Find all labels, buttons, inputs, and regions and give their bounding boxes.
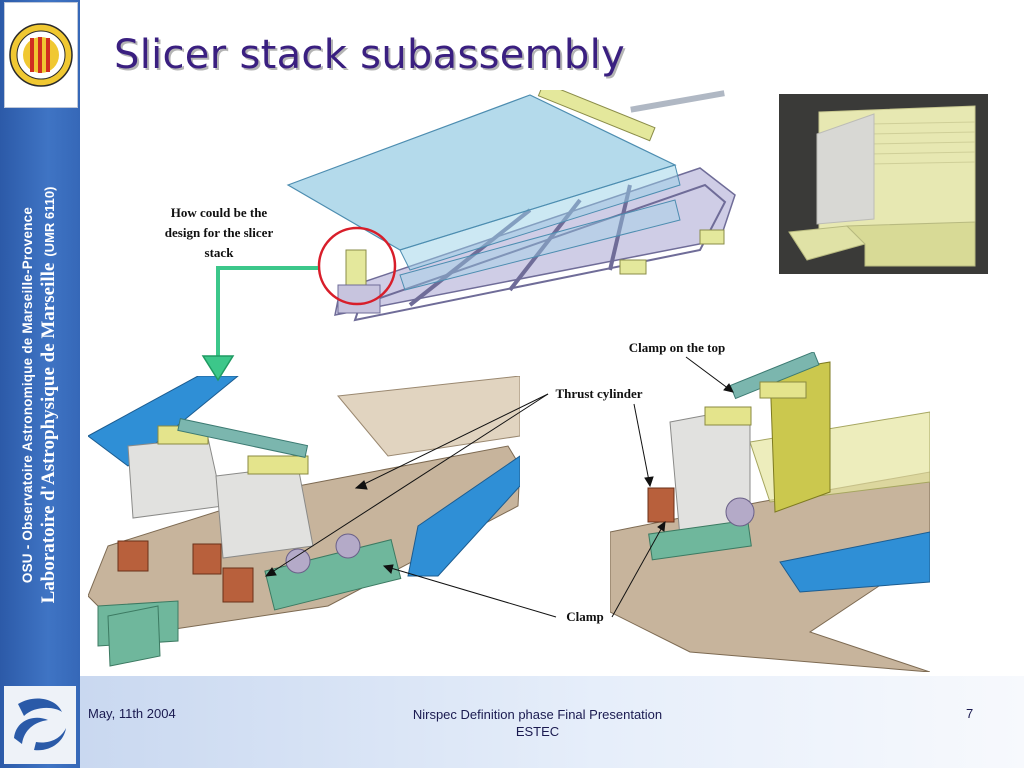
university-seal-icon	[4, 2, 78, 108]
footer-presentation-title: Nirspec Definition phase Final Presentat…	[412, 707, 663, 722]
sidebar-lab-text: Laboratoire d'Astrophysique de Marseille…	[38, 187, 60, 604]
footer-venue: ESTEC	[515, 724, 560, 739]
sidebar-lab-name: OSU - Observatoire Astronomique de Marse…	[20, 187, 60, 604]
sidebar: OSU - Observatoire Astronomique de Marse…	[0, 0, 80, 768]
page-number: 7	[966, 706, 974, 721]
slicer-assembly-image	[280, 82, 750, 345]
annotation-clamp-top: Clamp on the top	[628, 340, 726, 355]
sidebar-lab-label: Laboratoire d'Astrophysique de Marseille	[38, 262, 59, 604]
slide-title: Slicer stack subassembly	[114, 32, 626, 78]
sidebar-umr-label: (UMR 6110)	[42, 186, 57, 257]
footer-presentation-info: Nirspec Definition phase Final Presentat…	[380, 706, 695, 740]
sidebar-observatory-text: OSU - Observatoire Astronomique de Marse…	[20, 206, 35, 584]
clamp-detail-right-image	[609, 351, 931, 673]
cnrs-logo-icon	[4, 686, 76, 764]
annotation-slicer-design: How could be the design for the slicer s…	[164, 205, 274, 260]
clamp-detail-left-image	[87, 375, 521, 672]
footer-bar	[80, 676, 1024, 768]
annotation-thrust-cylinder: Thrust cylinder	[555, 386, 643, 401]
slicer-stack-photo	[779, 94, 988, 274]
annotation-clamp: Clamp	[566, 609, 604, 624]
footer-date: May, 11th 2004	[88, 706, 176, 721]
